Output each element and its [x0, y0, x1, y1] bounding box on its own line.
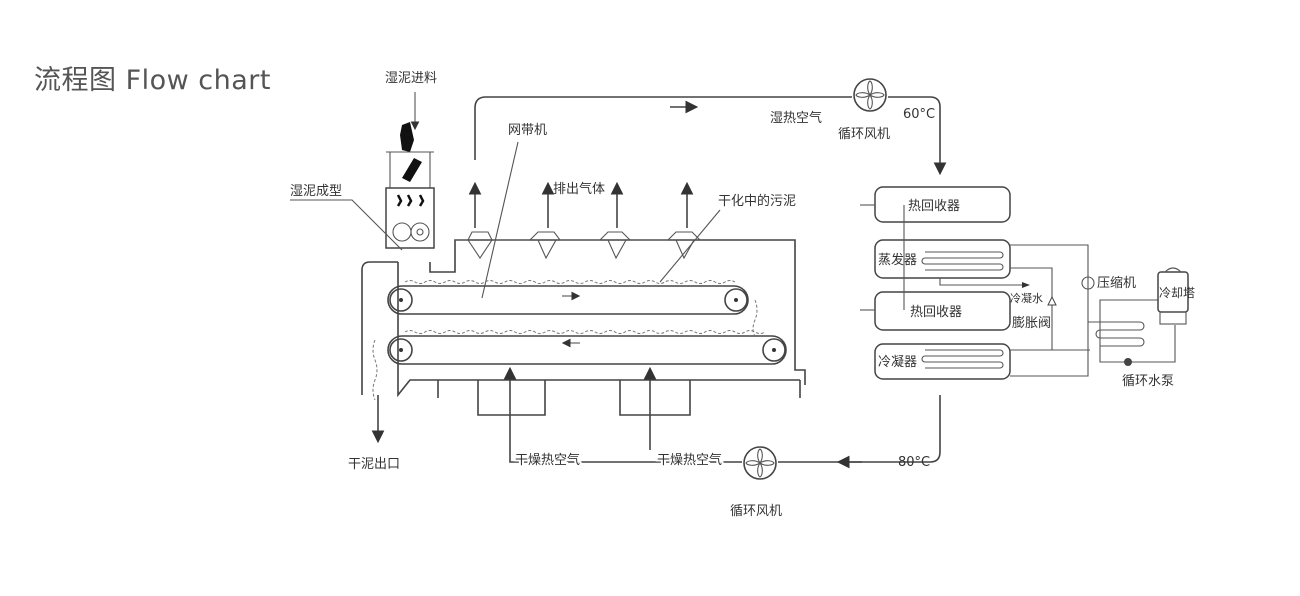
pump-icon	[1124, 358, 1132, 366]
sludge-chunk-icon	[400, 122, 414, 152]
mesh-belt-label: 网带机	[508, 123, 547, 138]
heat-recovery-label-1: 热回收器	[908, 199, 960, 214]
compressor-icon	[1081, 276, 1095, 290]
condensate-label: 冷凝水	[1010, 291, 1043, 305]
wet-forming-label: 湿泥成型	[290, 184, 342, 199]
drying-sludge-label: 干化中的污泥	[718, 193, 796, 209]
page-title: 流程图 Flow chart	[34, 65, 271, 96]
expansion-valve-label: 膨胀阀	[1012, 316, 1051, 331]
upper-belt	[387, 285, 749, 315]
top-air-duct	[474, 96, 940, 172]
dryer-housing	[361, 239, 806, 398]
evaporator-label: 蒸发器	[878, 252, 917, 268]
heat-recovery-label-2: 热回收器	[910, 305, 962, 320]
exhaust-arrows	[468, 181, 694, 228]
cooling-tower-label: 冷却塔	[1159, 286, 1195, 300]
fan-bottom-label: 循环风机	[730, 504, 782, 519]
wet-feed-label: 湿泥进料	[385, 71, 437, 86]
humid-air-label: 湿热空气	[770, 110, 822, 126]
temp-bottom-label: 80°C	[898, 455, 930, 470]
dry-air-label-1: 干燥热空气	[515, 452, 580, 468]
dry-outlet-label: 干泥出口	[348, 457, 400, 472]
water-pump-label: 循环水泵	[1122, 374, 1174, 389]
condenser-label: 冷凝器	[878, 354, 917, 370]
bottom-air-duct	[509, 395, 941, 463]
lower-belt	[387, 335, 787, 365]
heat-pump-unit	[860, 186, 1189, 380]
compressor-label: 压缩机	[1097, 275, 1136, 291]
roller	[724, 288, 748, 312]
fan-icon	[853, 78, 887, 112]
roller	[389, 288, 413, 312]
fan-icon	[743, 446, 777, 480]
fan-top-label: 循环风机	[838, 127, 890, 142]
exhaust-label: 排出气体	[553, 181, 605, 197]
temp-top-label: 60°C	[903, 107, 935, 122]
dry-air-label-2: 干燥热空气	[657, 452, 722, 468]
